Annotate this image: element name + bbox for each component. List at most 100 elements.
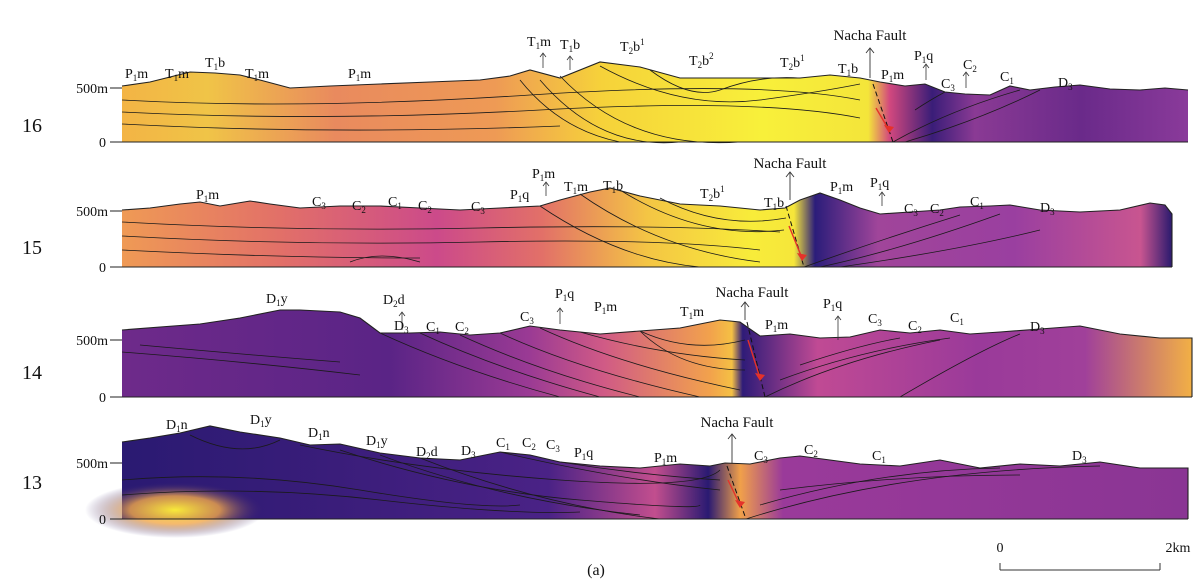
formation-label: T1b [603,179,623,195]
formation-label: C1 [388,195,402,211]
formation-label: D1y [250,413,272,429]
formation-label: P1q [510,188,529,204]
anomaly-highlight [85,482,265,538]
stratum-line [121,235,761,251]
topography-line [121,425,1189,519]
stratum-line [539,205,701,268]
formation-label: T2b1 [620,37,645,56]
fault-pointer-head [740,301,750,308]
stratum-line [579,193,761,263]
formation-label: P1q [574,446,593,462]
fault-line [726,465,747,520]
formation-label: C2 [522,436,536,452]
section-body [122,188,1172,267]
formation-label: T1m [165,67,189,83]
stratum-line [419,332,601,398]
formation-label: T1m [245,67,269,83]
stratum-line [599,65,861,103]
stratum-line [121,123,561,131]
fault-line [785,205,805,268]
section-number: 16 [22,115,42,137]
label-pointer-head [556,307,564,313]
formation-label: P1m [532,167,555,183]
section-number: 14 [22,362,42,384]
stratum-line [189,434,281,450]
label-pointer-head [962,71,970,77]
formation-label: T1b [560,38,580,54]
figure-caption: (a) [587,562,605,579]
formation-label: P1q [914,49,933,65]
formation-label: T1m [680,305,704,321]
section-body [122,62,1188,142]
stratum-line [799,337,901,366]
stratum-line [559,75,741,144]
formation-label: D3 [1030,320,1045,336]
fault-motion-arrowhead [735,500,745,508]
stratum-line [121,476,521,507]
stratum-line [299,444,721,484]
formation-label: C3 [312,195,326,211]
scale-bar: 0 2km [997,541,1191,571]
formation-label: P1m [125,67,148,83]
stratum-line [659,197,787,222]
topography-line [121,61,1189,96]
formation-label: C3 [904,202,918,218]
label-pointer-head [398,311,406,317]
stratum-line [121,221,781,233]
formation-label: T1b [205,56,225,72]
formation-label: C2 [930,202,944,218]
stratum-line [914,91,946,111]
formation-label: C3 [941,77,955,93]
label-pointer-head [539,52,547,58]
formation-label: D3 [461,444,476,460]
topography-line [121,309,1193,397]
stratum-line [379,332,561,398]
stratum-line [899,333,1021,398]
fault-name-label: Nacha Fault [754,156,828,172]
formation-label: T2b2 [689,51,714,70]
stratum-line [579,331,746,361]
stratum-line [499,332,701,398]
formation-label: P1m [765,318,788,334]
fault-line [872,83,894,143]
stratum-line [639,330,746,371]
stratum-line [499,451,721,491]
fault-motion-arrow [747,339,761,379]
fault-motion-arrowhead [797,253,807,261]
stratum-line [904,89,1041,143]
formation-label: P1m [196,188,219,204]
stratum-line [121,490,581,513]
formation-label: T1b [764,196,784,212]
stratum-line [892,89,1021,143]
stratum-line [745,465,1101,520]
stratum-line [759,467,1001,506]
stratum-line [639,330,746,346]
stratum-line [539,79,681,144]
formation-label: C1 [950,311,964,327]
stratum-line [121,105,861,119]
label-pointer-head [922,63,930,69]
stratum-line [121,249,421,259]
formation-label: C1 [426,320,440,336]
stratum-line [519,79,621,143]
depth-label-0: 0 [99,391,106,406]
formation-label: C3 [546,438,560,454]
stratum-line [803,214,961,268]
formation-label: P1q [555,287,574,303]
fault-pointer-head [727,433,737,440]
stratum-line [459,334,641,398]
formation-label: D1n [308,426,330,442]
formation-label: C2 [963,58,977,74]
label-pointer-head [878,191,886,197]
fault-name-label: Nacha Fault [834,28,908,44]
stratum-line [121,351,361,376]
depth-label-0: 0 [99,136,106,151]
fault-motion-arrowhead [884,125,894,133]
formation-label: C2 [418,199,432,215]
section-number: 15 [22,237,42,259]
formation-label: C2 [908,319,922,335]
